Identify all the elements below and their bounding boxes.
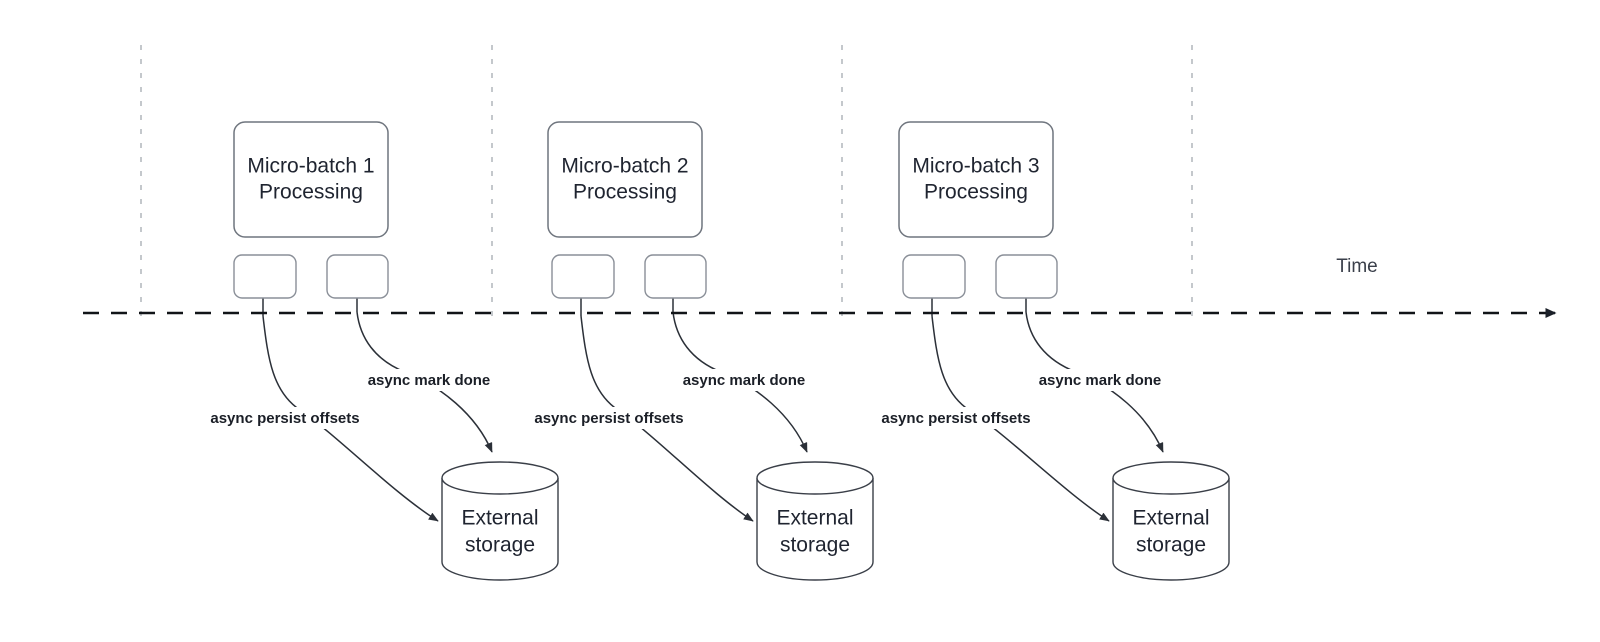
task-box-markdone-2[interactable] xyxy=(644,254,707,299)
micro-batch-1-label-line2: Processing xyxy=(259,181,363,204)
time-axis: Time xyxy=(83,256,1557,318)
edge-label-persist-offsets-2: async persist offsets xyxy=(534,410,683,427)
external-storage-1-label-line1: External xyxy=(461,507,538,530)
time-axis-label: Time xyxy=(1336,256,1378,277)
external-storage-2-label-line2: storage xyxy=(780,534,850,557)
task-box-persist-2[interactable] xyxy=(551,254,615,299)
micro-batch-3-label-line1: Micro-batch 3 xyxy=(912,155,1039,178)
edge-label-mark-done-1: async mark done xyxy=(368,372,491,389)
micro-batch-3-box[interactable] xyxy=(898,121,1054,238)
external-storage-3-body[interactable] xyxy=(1112,478,1230,581)
micro-batch-2-label-line1: Micro-batch 2 xyxy=(561,155,688,178)
separators-group xyxy=(140,45,1193,316)
external-storage-2-label-line1: External xyxy=(776,507,853,530)
edge-label-persist-offsets-1: async persist offsets xyxy=(210,410,359,427)
edge-label-mark-done-2: async mark done xyxy=(683,372,806,389)
external-storage-3-label-line1: External xyxy=(1132,507,1209,530)
external-storage-1-top xyxy=(441,461,559,495)
external-storage-2-top xyxy=(756,461,874,495)
micro-batch-3-label-line2: Processing xyxy=(924,181,1028,204)
group-2: Micro-batch 2 Processing External storag… xyxy=(516,121,874,581)
micro-batch-2-label-line2: Processing xyxy=(573,181,677,204)
external-storage-3-top xyxy=(1112,461,1230,495)
edge-label-mark-done-3: async mark done xyxy=(1039,372,1162,389)
task-box-markdone-3[interactable] xyxy=(995,254,1058,299)
external-storage-3-label-line2: storage xyxy=(1136,534,1206,557)
external-storage-2-body[interactable] xyxy=(756,478,874,581)
micro-batch-1-label-line1: Micro-batch 1 xyxy=(247,155,374,178)
edge-label-persist-offsets-3: async persist offsets xyxy=(881,410,1030,427)
task-box-persist-1[interactable] xyxy=(233,254,297,299)
task-box-persist-3[interactable] xyxy=(902,254,966,299)
group-3: Micro-batch 3 Processing External storag… xyxy=(863,121,1230,581)
micro-batch-1-box[interactable] xyxy=(233,121,389,238)
external-storage-1-body[interactable] xyxy=(441,478,559,581)
external-storage-1-label-line2: storage xyxy=(465,534,535,557)
micro-batch-2-box[interactable] xyxy=(547,121,703,238)
task-box-markdone-1[interactable] xyxy=(326,254,389,299)
group-1: Micro-batch 1 Processing External storag… xyxy=(192,121,559,581)
